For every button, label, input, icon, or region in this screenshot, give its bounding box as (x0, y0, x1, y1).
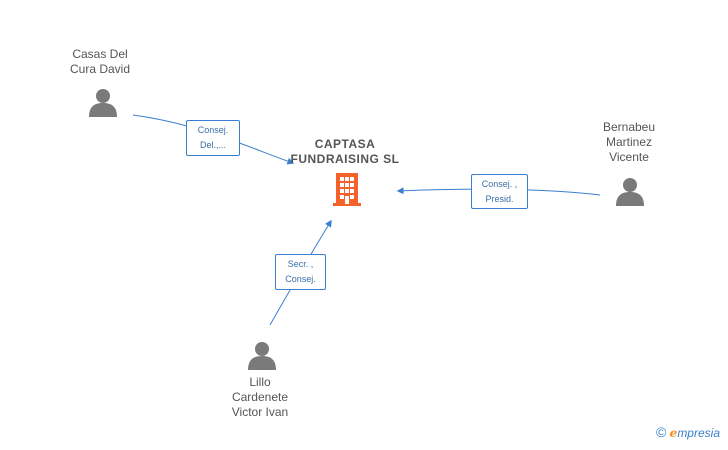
empresia-logo: © empresia (656, 424, 720, 440)
person-icon[interactable] (88, 87, 118, 117)
person-name-line3: Vicente (609, 150, 649, 164)
person-name-line1: Bernabeu (602, 120, 656, 134)
person-icon[interactable] (247, 340, 277, 370)
role-line2: Presid. (485, 194, 514, 204)
person-name-lillo[interactable]: Lillo Cardenete Victor Ivan (200, 375, 320, 420)
role-box-casas[interactable]: Consej. Del.,... (186, 120, 240, 156)
company-name-line1: CAPTASA (314, 137, 376, 151)
company-name[interactable]: CAPTASA FUNDRAISING SL (278, 137, 412, 167)
logo-text: mpresia (677, 426, 720, 440)
role-line1: Consej. (197, 125, 229, 135)
role-box-lillo[interactable]: Secr. , Consej. (275, 254, 326, 290)
role-line1: Secr. , (287, 259, 314, 269)
person-name-line3: Victor Ivan (231, 405, 289, 419)
role-box-bernabeu[interactable]: Consej. , Presid. (471, 174, 528, 209)
person-name-line2: Cura David (69, 62, 131, 76)
copyright-icon: © (656, 424, 667, 440)
person-icon[interactable] (615, 176, 645, 206)
role-line2: Del.,... (199, 140, 226, 150)
role-line1: Consej. , (481, 179, 518, 189)
building-icon[interactable] (331, 171, 363, 207)
company-name-line2: FUNDRAISING SL (290, 152, 400, 166)
person-name-casas[interactable]: Casas Del Cura David (40, 47, 160, 77)
logo-e-letter: e (669, 426, 678, 440)
person-name-line1: Casas Del (72, 47, 128, 61)
role-line2: Consej. (285, 274, 316, 284)
person-name-bernabeu[interactable]: Bernabeu Martinez Vicente (570, 120, 688, 165)
person-name-line1: Lillo (249, 375, 271, 389)
person-name-line2: Cardenete (231, 390, 289, 404)
person-name-line2: Martinez (605, 135, 652, 149)
